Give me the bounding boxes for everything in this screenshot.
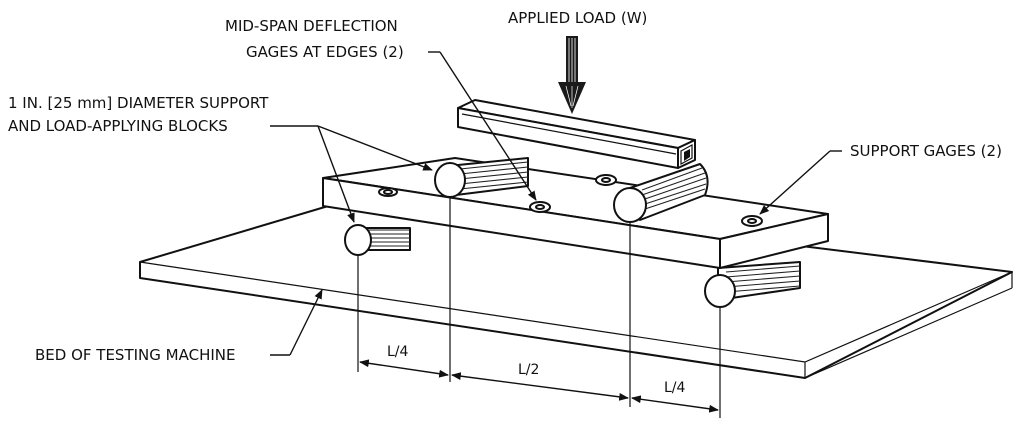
applied-load-label: APPLIED LOAD (W) xyxy=(508,9,647,27)
dimension-left-quarter: L/4 xyxy=(387,344,409,360)
right-load-cylinder xyxy=(613,163,709,223)
gage-hole-inner xyxy=(383,189,393,195)
loading-bar xyxy=(457,99,696,169)
leader-lines xyxy=(270,51,842,356)
bed-label: BED OF TESTING MACHINE xyxy=(35,346,235,364)
support-gage-hole-inner xyxy=(747,218,757,224)
blocks-label-line1: 1 IN. [25 mm] DIAMETER SUPPORT xyxy=(8,94,269,112)
span-dimensions xyxy=(357,198,721,418)
dimension-right-quarter: L/4 xyxy=(664,380,686,396)
blocks-label-line2: AND LOAD-APPLYING BLOCKS xyxy=(8,117,228,135)
midspan-label-line1: MID-SPAN DEFLECTION xyxy=(225,17,398,35)
applied-load-arrow xyxy=(558,36,586,114)
left-support-cylinder xyxy=(344,224,411,256)
midspan-gage-hole-inner xyxy=(535,204,545,210)
midspan-gage-hole-far-inner xyxy=(601,177,611,183)
midspan-label-line2: GAGES AT EDGES (2) xyxy=(246,43,404,61)
left-load-cylinder xyxy=(434,157,529,198)
support-gages-label: SUPPORT GAGES (2) xyxy=(850,142,1002,160)
dimension-middle-half: L/2 xyxy=(518,362,539,378)
right-support-cylinder xyxy=(704,261,801,308)
